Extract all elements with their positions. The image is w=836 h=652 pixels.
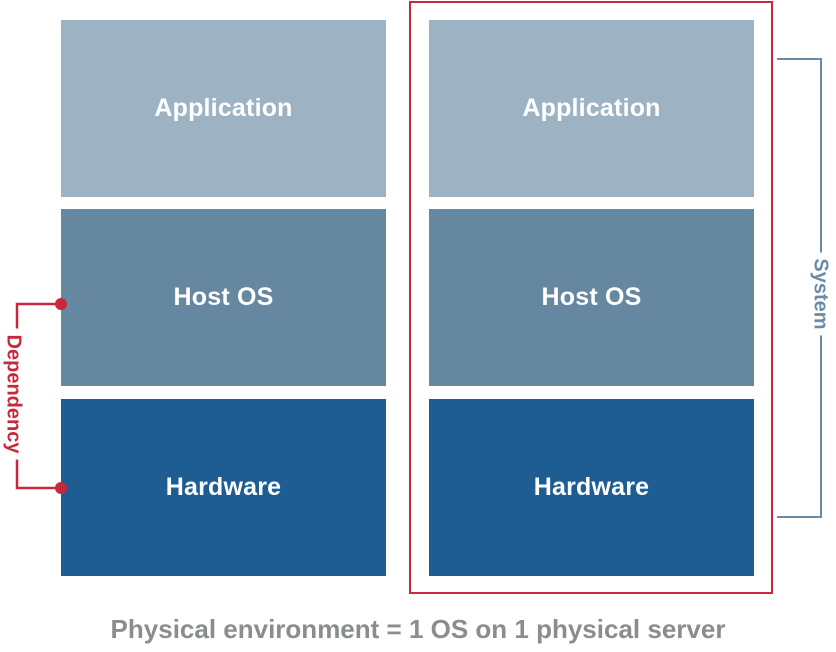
system-label: System xyxy=(808,252,832,336)
left-application-label: Application xyxy=(154,94,293,122)
dependency-label: Dependency xyxy=(1,328,25,460)
right-host-os-block: Host OS xyxy=(429,209,754,386)
dependency-dot-host-os xyxy=(55,298,67,310)
diagram-caption: Physical environment = 1 OS on 1 physica… xyxy=(110,614,726,644)
left-host-os-block: Host OS xyxy=(61,209,386,386)
left-hardware-block: Hardware xyxy=(61,399,386,576)
right-hardware-label: Hardware xyxy=(533,473,650,501)
right-application-label: Application xyxy=(522,94,661,122)
right-host-os-label: Host OS xyxy=(541,283,642,311)
right-application-block: Application xyxy=(429,20,754,197)
left-host-os-label: Host OS xyxy=(173,283,274,311)
right-hardware-block: Hardware xyxy=(429,399,754,576)
left-hardware-label: Hardware xyxy=(165,473,282,501)
system-highlight-frame xyxy=(409,1,773,594)
left-application-block: Application xyxy=(61,20,386,197)
dependency-dot-hardware xyxy=(55,482,67,494)
